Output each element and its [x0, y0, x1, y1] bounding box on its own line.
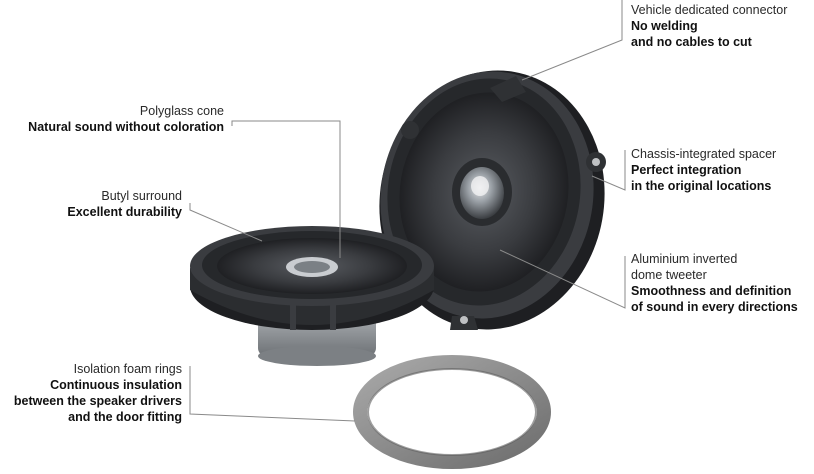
- leader-cone: [231, 120, 341, 258]
- callout-bold: Continuous insulation: [50, 378, 182, 392]
- upright-speaker: [379, 70, 606, 330]
- callout-bold: of sound in every directions: [631, 300, 798, 314]
- callout-bold: Smoothness and definition: [631, 284, 792, 298]
- leader-spacer: [591, 150, 626, 191]
- callout-bold: Natural sound without coloration: [28, 120, 224, 134]
- flat-speaker: [190, 226, 434, 366]
- foam-ring-illustration: [353, 355, 551, 469]
- callout-title: Chassis-integrated spacer: [631, 147, 777, 161]
- callout-bold: and the door fitting: [68, 410, 182, 424]
- callout-title: Aluminium inverted: [631, 252, 738, 266]
- callout-foam: Isolation foam rings Continuous insulati…: [14, 361, 182, 425]
- callout-bold: Excellent durability: [67, 205, 182, 219]
- callout-tweeter: Aluminium inverted dome tweeter Smoothne…: [631, 251, 798, 315]
- callout-title: Polyglass cone: [139, 104, 224, 118]
- callout-bold: No welding: [631, 19, 698, 33]
- callout-bold: and no cables to cut: [631, 35, 752, 49]
- callout-title: Butyl surround: [101, 189, 182, 203]
- callout-bold: in the original locations: [631, 179, 772, 193]
- leader-foam: [189, 366, 356, 422]
- leader-lines: [189, 0, 626, 422]
- leader-connector: [521, 0, 623, 81]
- callout-title: Isolation foam rings: [73, 362, 182, 376]
- leader-tweeter: [499, 249, 626, 309]
- callout-bold: Perfect integration: [631, 163, 742, 177]
- callout-connector: Vehicle dedicated connector No welding a…: [631, 2, 787, 50]
- callout-title: dome tweeter: [631, 268, 707, 282]
- callout-surround: Butyl surround Excellent durability: [67, 188, 182, 220]
- callout-cone: Polyglass cone Natural sound without col…: [28, 103, 224, 135]
- callout-title: Vehicle dedicated connector: [631, 3, 788, 17]
- callout-spacer: Chassis-integrated spacer Perfect integr…: [631, 146, 776, 194]
- callout-bold: between the speaker drivers: [13, 394, 182, 408]
- leader-surround: [189, 203, 263, 242]
